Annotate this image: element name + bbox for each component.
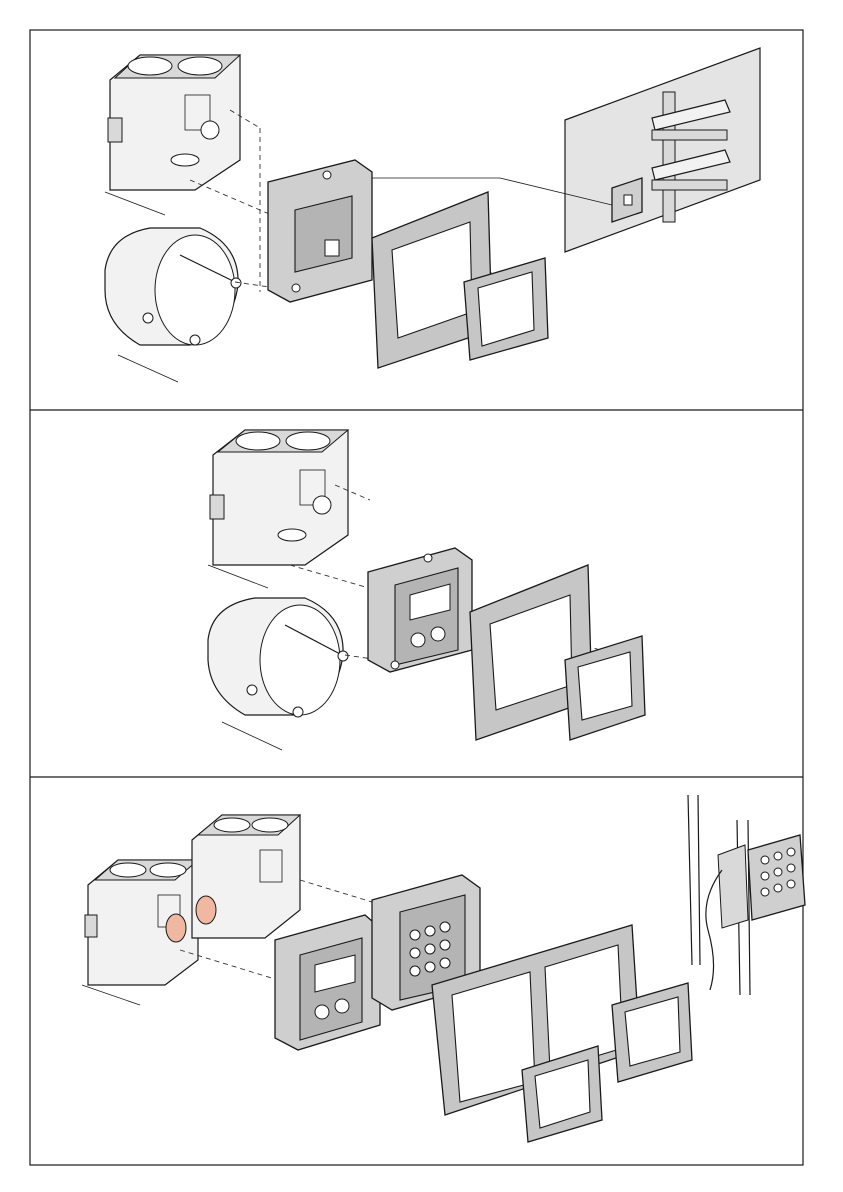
panel-1 bbox=[105, 48, 760, 382]
flush-box-left bbox=[82, 860, 198, 1005]
flush-box-right bbox=[192, 815, 300, 938]
socket-module bbox=[268, 160, 372, 302]
panel-2 bbox=[208, 430, 645, 750]
connector-knockout-2 bbox=[196, 896, 216, 924]
square-flush-box-2 bbox=[208, 430, 348, 588]
connector-knockout bbox=[166, 914, 186, 942]
display-module bbox=[368, 548, 472, 672]
display-module-3 bbox=[275, 915, 380, 1050]
round-flush-box bbox=[105, 228, 241, 382]
square-flush-box bbox=[105, 55, 240, 215]
panel-3 bbox=[82, 795, 805, 1142]
round-flush-box-2 bbox=[208, 598, 348, 750]
wall-mounted-keypad-view bbox=[688, 795, 805, 995]
